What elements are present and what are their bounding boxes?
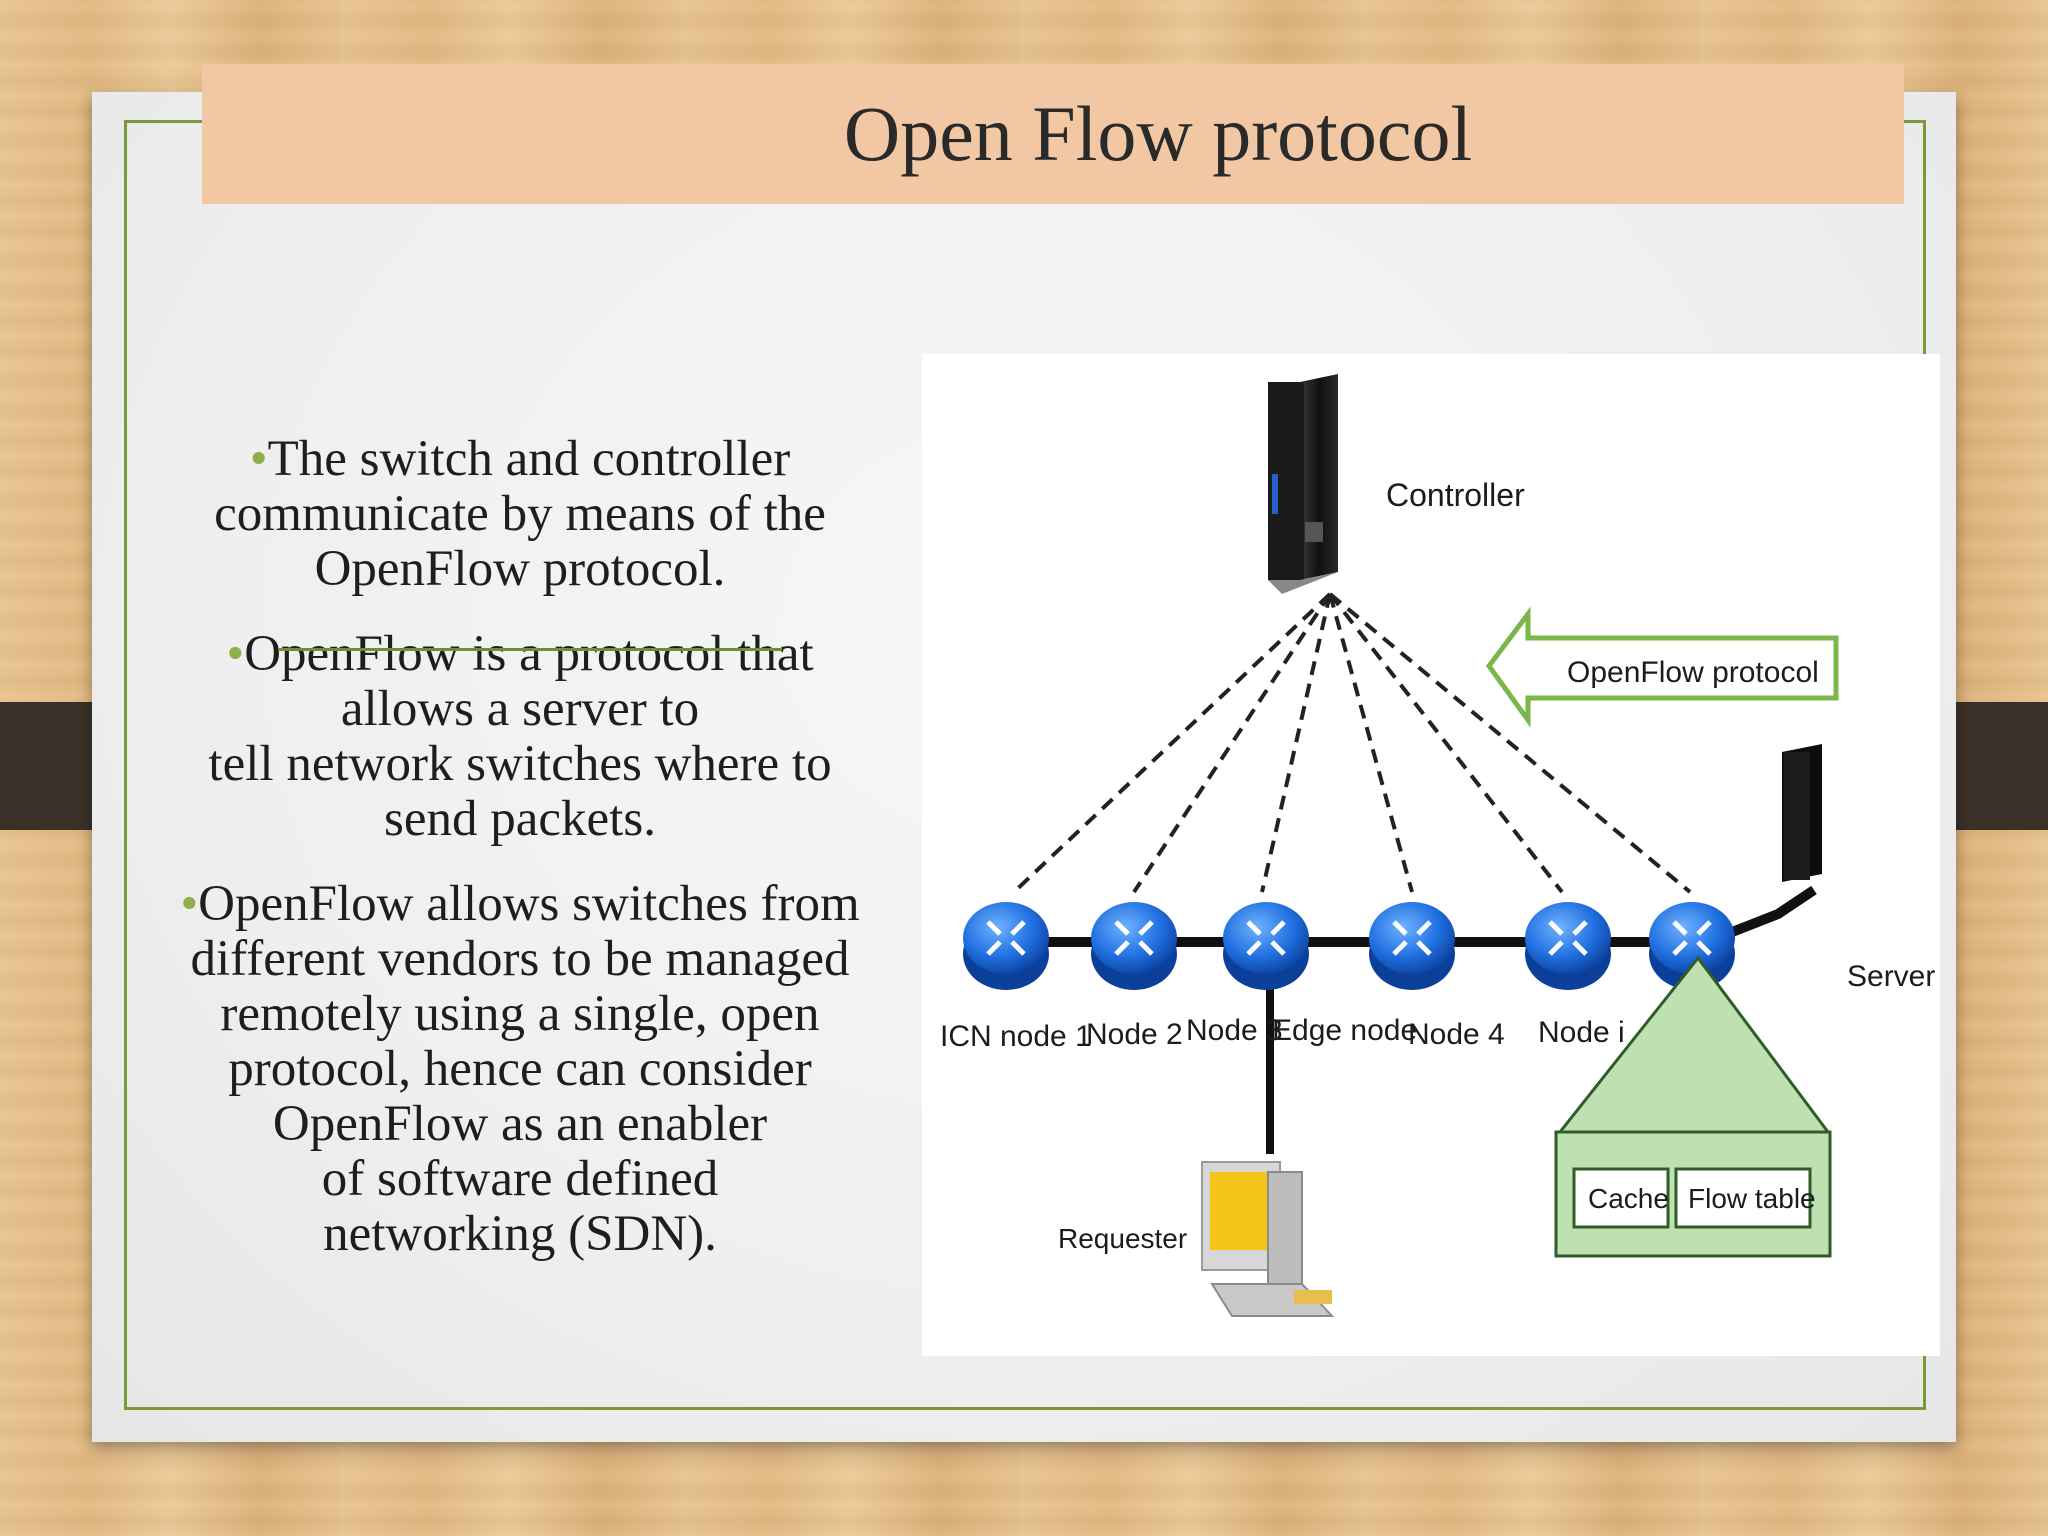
bullet-marker: •	[249, 431, 268, 487]
bullet-text-column: •The switch and controller communicate b…	[140, 432, 900, 1292]
controller-icon	[1268, 374, 1338, 594]
node-label: Node 2	[1086, 1018, 1183, 1051]
bullet-line: communicate by means of the	[214, 486, 826, 542]
network-diagram: Controller OpenFlow protocol Server	[922, 354, 1940, 1356]
bullet-marker: •	[180, 876, 199, 932]
bullet-line: OpenFlow as an enabler	[272, 1096, 768, 1152]
node-label: ICN node 1	[940, 1020, 1092, 1053]
node-label: Edge node	[1272, 1014, 1417, 1047]
node-label: Node i	[1538, 1016, 1625, 1049]
router-icon	[1525, 902, 1611, 990]
bullet-line: different vendors to be managed	[190, 931, 850, 987]
server-label: Server	[1847, 960, 1935, 993]
decorative-line	[278, 648, 782, 651]
slide-title: Open Flow protocol	[843, 90, 1473, 177]
router-icon	[1369, 902, 1455, 990]
control-links	[1012, 592, 1692, 894]
requester-computer-icon	[1201, 1161, 1335, 1317]
openflow-arrow-label: OpenFlow protocol	[1567, 656, 1819, 689]
bullet-line: allows a server to	[340, 681, 700, 737]
bullet-line: of software defined	[321, 1151, 719, 1207]
bullet-item: •OpenFlow allows switches from different…	[140, 877, 900, 1262]
controller-label: Controller	[1386, 477, 1525, 513]
edge-node-detail	[1554, 955, 1832, 1258]
title-band: Open Flow protocol	[202, 64, 1904, 204]
server-icon	[1782, 744, 1822, 882]
router-icon	[1091, 902, 1177, 990]
flow-table-label: Flow table	[1688, 1183, 1816, 1214]
bullet-line: OpenFlow allows switches from	[198, 876, 860, 932]
cache-label: Cache	[1588, 1183, 1669, 1214]
bullet-line: The switch and controller	[267, 431, 791, 487]
router-icon	[1223, 902, 1309, 990]
bullet-marker: •	[226, 626, 245, 682]
requester-label: Requester	[1058, 1223, 1187, 1254]
bullet-line: networking (SDN).	[323, 1206, 717, 1262]
binder-clip-right	[1940, 702, 2048, 830]
bullet-item: •OpenFlow is a protocol that allows a se…	[140, 627, 900, 847]
bullet-item: •The switch and controller communicate b…	[140, 432, 900, 597]
bullet-line: tell network switches where to	[208, 736, 832, 792]
router-icon	[1649, 902, 1735, 990]
bullet-line: remotely using a single, open	[220, 986, 820, 1042]
bullet-line: protocol, hence can consider	[228, 1041, 812, 1097]
node-label: Node 4	[1408, 1018, 1505, 1051]
openflow-arrow	[1485, 606, 1839, 728]
bullet-line: OpenFlow protocol.	[314, 541, 726, 597]
router-icon	[963, 902, 1049, 990]
bullet-line: send packets.	[384, 791, 656, 847]
bullet-line: OpenFlow is a protocol that	[244, 626, 814, 682]
node-label: Node 3	[1186, 1014, 1283, 1047]
